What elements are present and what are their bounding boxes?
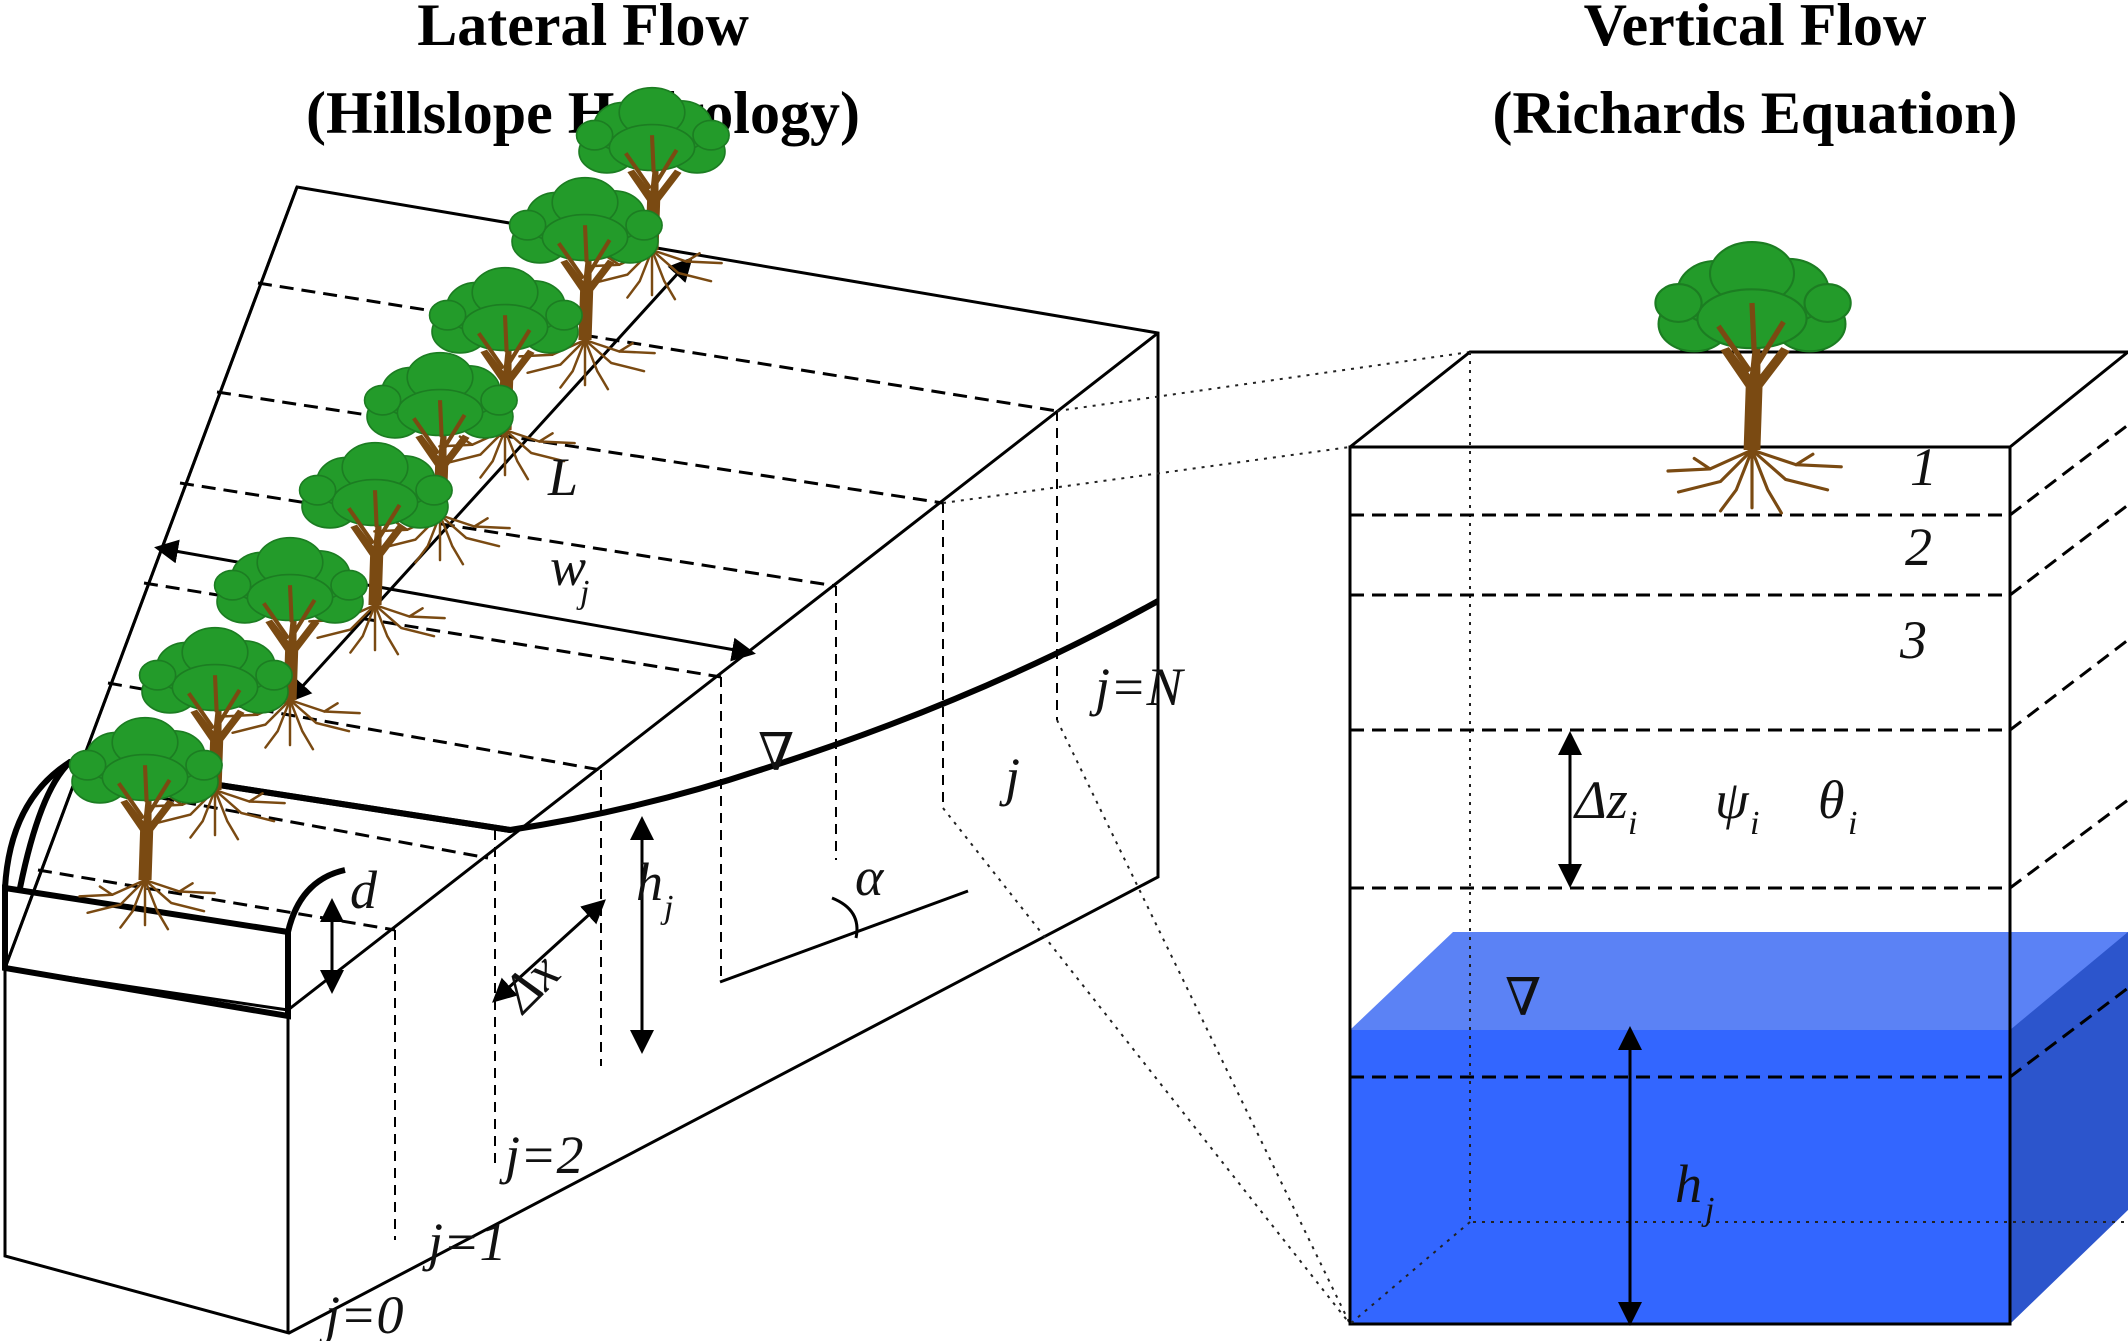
label-w: w bbox=[550, 537, 586, 597]
label-dz-sub: i bbox=[1628, 805, 1637, 842]
label-theta-sub: i bbox=[1848, 805, 1857, 842]
hillslope-block: L w j h j d Δx α ∇ j=0 j=1 j=2 j j=N bbox=[1, 88, 1185, 1341]
left-title-line1: Lateral Flow bbox=[417, 0, 749, 58]
label-theta: θ bbox=[1818, 770, 1845, 830]
label-d: d bbox=[350, 860, 378, 920]
alpha-arc bbox=[831, 896, 859, 939]
length-arrow bbox=[287, 257, 693, 703]
label-w-sub: j bbox=[576, 574, 589, 611]
label-dz: Δz bbox=[1573, 770, 1628, 830]
dx-arrow bbox=[492, 899, 606, 1003]
label-L: L bbox=[547, 447, 578, 507]
connector-lines bbox=[942, 351, 1471, 1325]
label-j2: j=2 bbox=[499, 1125, 583, 1185]
water-top-face bbox=[1350, 932, 2128, 1030]
label-dx: Δx bbox=[488, 941, 571, 1024]
water-table-curve bbox=[17, 598, 1160, 889]
layer-label-1: 1 bbox=[1910, 437, 1937, 497]
label-h: h bbox=[636, 852, 663, 912]
label-j0: j=0 bbox=[319, 1285, 403, 1341]
label-h-right-sub: j bbox=[1701, 1191, 1714, 1228]
layer-label-3: 3 bbox=[1899, 610, 1927, 670]
right-title-line1: Vertical Flow bbox=[1584, 0, 1927, 58]
label-psi-sub: i bbox=[1750, 805, 1759, 842]
layer-label-2: 2 bbox=[1905, 517, 1932, 577]
tree-icon bbox=[1655, 242, 1850, 513]
label-h-sub: j bbox=[660, 889, 673, 926]
label-j1: j=1 bbox=[422, 1212, 506, 1272]
soil-column: 1 2 3 Δz i ψ i θ i ∇ h j bbox=[1348, 242, 2128, 1326]
label-h-right: h bbox=[1675, 1154, 1702, 1214]
label-nabla-left: ∇ bbox=[758, 725, 794, 782]
water-front-face bbox=[1350, 1030, 2010, 1324]
right-title-line2: (Richards Equation) bbox=[1492, 80, 2017, 146]
label-psi: ψ bbox=[1715, 770, 1750, 830]
label-alpha: α bbox=[855, 847, 885, 907]
label-j: j bbox=[999, 747, 1020, 807]
label-jN: j=N bbox=[1089, 657, 1185, 717]
label-nabla-right: ∇ bbox=[1505, 970, 1541, 1027]
water-side-face bbox=[2010, 932, 2128, 1324]
